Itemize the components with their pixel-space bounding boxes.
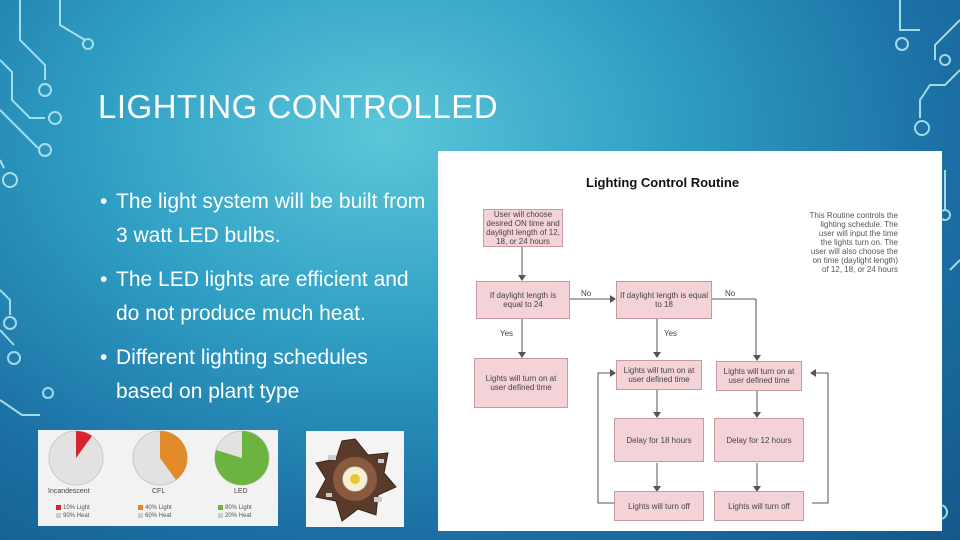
- turn-on-user-box: Lights will turn on at user defined time: [474, 358, 568, 408]
- led-chip-image: [306, 431, 404, 527]
- pie-legend: 80% Light 20% Heat: [218, 504, 252, 520]
- decision-18-box: If daylight length is equal to 18: [616, 281, 712, 319]
- slide-title: LIGHTING CONTROLLED: [98, 88, 499, 125]
- legend-light: 80% Light: [225, 505, 252, 511]
- no-label: No: [725, 289, 736, 298]
- legend-swatch: [56, 504, 61, 510]
- legend-heat: 20% Heat: [225, 513, 252, 519]
- pie-caption: Incandescent: [48, 488, 90, 495]
- bullet-item: • Different lighting schedules based on …: [100, 341, 430, 409]
- legend-light: 40% Light: [145, 505, 172, 511]
- routine-note: This Routine controls the lighting sched…: [809, 211, 899, 274]
- user-input-box: User will choose desired ON time and day…: [483, 209, 563, 247]
- pie-legend: 10% Light 90% Heat: [56, 504, 90, 520]
- bullet-list: • The light system will be built from 3 …: [100, 185, 430, 419]
- turn-on-12-box: Lights will turn on at user defined time: [716, 361, 802, 391]
- bullet-dot-icon: •: [100, 268, 108, 291]
- legend-swatch: [138, 504, 143, 510]
- no-label: No: [581, 289, 592, 298]
- flowchart-connectors: [518, 247, 829, 504]
- yes-label: Yes: [664, 329, 678, 338]
- flowchart-title: Lighting Control Routine: [586, 175, 740, 190]
- incandescent-slice: [76, 430, 92, 458]
- cfl-slice: [160, 430, 188, 480]
- off-12-box: Lights will turn off: [714, 491, 804, 521]
- yes-label: Yes: [500, 329, 514, 338]
- flowchart-image: Lighting Control Routine User will choos…: [438, 151, 942, 531]
- bullet-dot-icon: •: [100, 190, 108, 213]
- pie-caption: CFL: [152, 488, 166, 495]
- bullet-item: • The light system will be built from 3 …: [100, 185, 430, 253]
- legend-swatch: [138, 512, 143, 518]
- bullet-dot-icon: •: [100, 346, 108, 369]
- legend-swatch: [218, 512, 223, 518]
- delay-18-box: Delay for 18 hours: [614, 418, 704, 462]
- led-slice: [214, 431, 269, 485]
- pie-caption: LED: [234, 488, 248, 495]
- efficiency-pies-image: Incandescent CFL LED 10% Light 90% Heat …: [38, 430, 278, 526]
- legend-swatch: [56, 512, 61, 518]
- legend-heat: 60% Heat: [145, 513, 172, 519]
- bullet-text: The LED lights are efficient and do not …: [116, 268, 409, 325]
- delay-12-box: Delay for 12 hours: [714, 418, 804, 462]
- off-18-box: Lights will turn off: [614, 491, 704, 521]
- bullet-text: Different lighting schedules based on pl…: [116, 346, 368, 403]
- bullet-text: The light system will be built from 3 wa…: [116, 190, 426, 247]
- legend-swatch: [218, 504, 223, 510]
- led-chip-icon: [315, 438, 397, 522]
- pie-charts: [48, 430, 270, 486]
- bullet-item: • The LED lights are efficient and do no…: [100, 263, 430, 331]
- pie-legend: 40% Light 60% Heat: [138, 504, 172, 520]
- decision-24-box: If daylight length is equal to 24: [476, 281, 570, 319]
- legend-light: 10% Light: [63, 505, 90, 511]
- legend-heat: 90% Heat: [63, 513, 90, 519]
- turn-on-18-box: Lights will turn on at user defined time: [616, 360, 702, 390]
